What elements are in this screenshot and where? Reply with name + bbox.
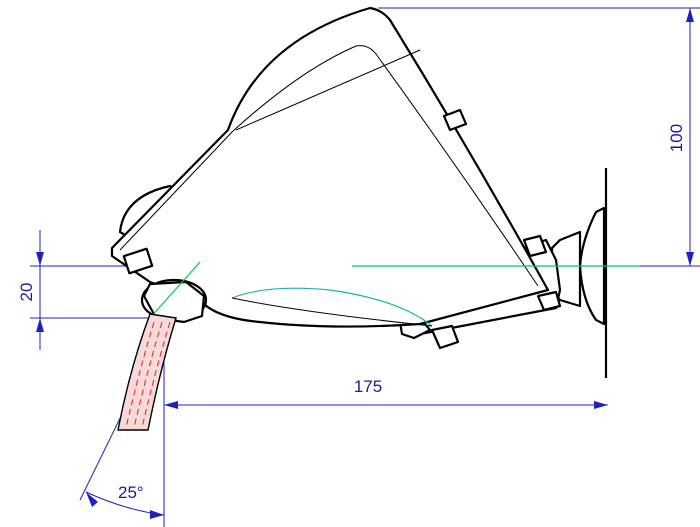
inner-bevel: [119, 45, 539, 287]
arm-joint-bottom: [536, 290, 562, 312]
angle-arrow-left: [86, 492, 98, 507]
front-button: [122, 247, 154, 275]
dim-175-label: 175: [354, 377, 382, 396]
seam-line: [231, 287, 433, 327]
cable-hatch-1: [125, 321, 155, 429]
dim-20-label: 20: [17, 283, 36, 302]
dim-20-arrow-bottom: [36, 318, 44, 332]
side-tab: [442, 108, 468, 132]
cable-joint: [140, 261, 640, 324]
cable-sleeve: [117, 313, 177, 431]
cable-hatch-3: [141, 321, 171, 429]
seam-base: [231, 297, 433, 327]
cable-hatch-2: [133, 321, 163, 429]
angle-arrow-right: [150, 510, 164, 519]
dim-175-arrow-right: [594, 401, 608, 409]
dim-175-arrow-left: [164, 401, 178, 409]
screen-edge: [235, 49, 421, 131]
dim-20-arrow-top: [36, 252, 44, 266]
arm-clip-2: [430, 324, 460, 350]
joint-axis-line: [149, 261, 201, 319]
dim-100-arrow-top: [686, 8, 694, 22]
cable: [117, 313, 177, 431]
angle-label: 25°: [118, 483, 144, 502]
dim-100-arrow-bottom: [686, 252, 694, 266]
monitor-housing: [110, 6, 550, 328]
outer-shell: [110, 6, 550, 328]
wall-mount: [550, 168, 608, 378]
arm-joint-top: [522, 234, 548, 258]
dim-100-label: 100: [667, 124, 686, 152]
